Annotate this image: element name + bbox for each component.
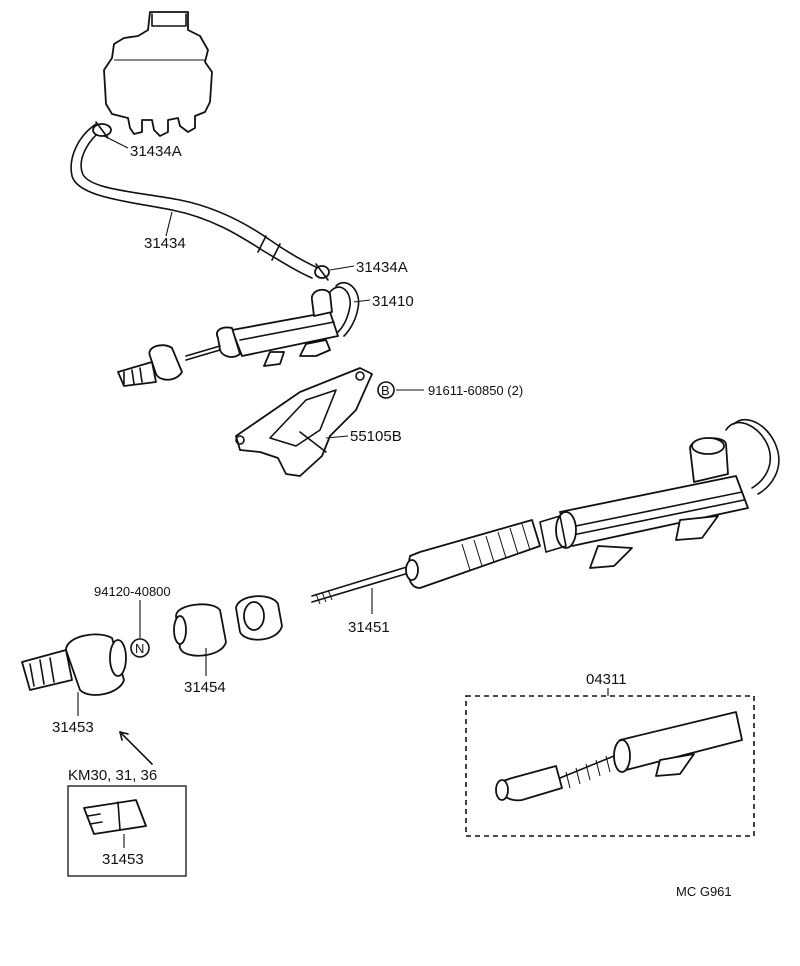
part-31453-switch [21,633,127,696]
kit-04311-box [465,695,755,837]
bolt-marker: B [377,381,395,399]
master-cylinder-upper [117,281,360,387]
part-31454-bushing [173,603,227,657]
nut-marker-letter: N [135,641,144,656]
label-55105b: 55105B [350,428,402,445]
bolt-marker-letter: B [381,383,390,398]
label-31453: 31453 [52,719,94,736]
inset-km-variant [67,785,187,877]
label-31410: 31410 [372,293,414,310]
bracket-55105b [235,367,373,477]
label-31434: 31434 [144,235,186,252]
hose-clamp-top [92,121,112,139]
label-31454: 31454 [184,679,226,696]
footer-code: MC G961 [676,884,732,899]
label-31451: 31451 [348,619,390,636]
hose-clamp-mid [314,263,330,281]
nut-n-marker [130,638,150,658]
label-31453-inset: 31453 [102,851,144,868]
label-km-variants: KM30, 31, 36 [68,767,157,784]
label-04311: 04311 [586,671,627,688]
label-31434a-top: 31434A [130,143,182,160]
label-bolt-91611: 91611-60850 (2) [428,383,523,398]
label-94120: 94120-40800 [94,584,171,599]
leader-lines [77,135,609,848]
reservoir-hose [70,123,319,279]
master-cylinder-large [311,418,780,605]
part-cup [235,595,283,641]
reservoir-tank [103,11,213,137]
label-31434a-mid: 31434A [356,259,408,276]
reference-arrow [119,731,153,765]
